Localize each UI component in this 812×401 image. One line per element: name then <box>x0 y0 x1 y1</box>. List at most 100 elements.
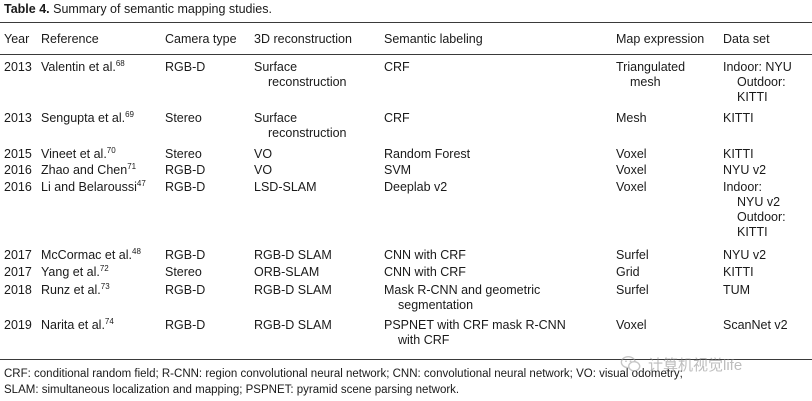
cell-camera-type: RGB-D <box>165 60 206 74</box>
cell-reference: Zhao and Chen71 <box>41 161 137 178</box>
cell-year: 2015 <box>4 147 32 161</box>
cell-data-set: Indoor: NYU <box>723 60 792 74</box>
cell-3d-reconstruction: reconstruction <box>268 126 347 140</box>
cell-semantic-labeling: CRF <box>384 111 410 125</box>
cell-data-set: TUM <box>723 283 751 297</box>
wechat-icon <box>620 355 641 372</box>
reference-name: McCormac et al. <box>41 248 132 262</box>
cell-map-expression: Voxel <box>616 147 647 161</box>
cell-3d-reconstruction: RGB-D SLAM <box>254 318 332 332</box>
cell-data-set: KITTI <box>723 111 754 125</box>
cell-semantic-labeling: SVM <box>384 163 412 177</box>
reference-name: Vineet et al. <box>41 147 107 161</box>
header-year: Year <box>4 32 30 46</box>
cell-semantic-labeling: CNN with CRF <box>384 265 466 279</box>
watermark-text: 计算机视觉life <box>648 356 743 374</box>
header-semantic-labeling: Semantic labeling <box>384 32 483 46</box>
cell-year: 2016 <box>4 163 32 177</box>
header-rule <box>0 54 812 55</box>
cell-3d-reconstruction: RGB-D SLAM <box>254 248 332 262</box>
reference-name: Yang et al. <box>41 265 100 279</box>
citation-number: 70 <box>106 145 116 155</box>
cell-year: 2013 <box>4 60 32 74</box>
cell-semantic-labeling: PSPNET with CRF mask R-CNN <box>384 318 566 332</box>
cell-reference: Runz et al.73 <box>41 281 110 298</box>
reference-name: Zhao and Chen <box>41 163 128 177</box>
footnote-line: SLAM: simultaneous localization and mapp… <box>4 384 460 396</box>
cell-semantic-labeling: segmentation <box>398 298 474 312</box>
cell-map-expression: Voxel <box>616 180 647 194</box>
cell-3d-reconstruction: Surface <box>254 111 298 125</box>
header-camera-type: Camera type <box>165 32 237 46</box>
cell-year: 2016 <box>4 180 32 194</box>
cell-semantic-labeling: Mask R-CNN and geometric <box>384 283 541 297</box>
cell-semantic-labeling: CRF <box>384 60 410 74</box>
bottom-rule <box>0 359 812 360</box>
cell-map-expression: Triangulated <box>616 60 686 74</box>
citation-number: 68 <box>115 58 125 68</box>
cell-camera-type: RGB-D <box>165 248 206 262</box>
top-rule <box>0 22 812 23</box>
cell-year: 2017 <box>4 248 32 262</box>
footnote-line: CRF: conditional random field; R-CNN: re… <box>4 368 683 380</box>
cell-year: 2019 <box>4 318 32 332</box>
table-label: Table 4. <box>4 2 50 16</box>
cell-reference: Sengupta et al.69 <box>41 109 135 126</box>
cell-data-set: Outdoor: <box>737 75 786 89</box>
citation-number: 48 <box>132 246 141 256</box>
cell-3d-reconstruction: Surface <box>254 60 298 74</box>
cell-data-set: Outdoor: <box>737 210 786 224</box>
citation-number: 72 <box>99 263 109 273</box>
reference-name: Narita et al. <box>41 318 105 332</box>
reference-name: Li and Belaroussi <box>41 180 137 194</box>
cell-semantic-labeling: with CRF <box>398 333 450 347</box>
citation-number: 47 <box>136 178 146 188</box>
cell-data-set: NYU v2 <box>723 248 767 262</box>
cell-data-set: ScanNet v2 <box>723 318 788 332</box>
header-3d-reconstruction: 3D reconstruction <box>254 32 352 46</box>
cell-camera-type: RGB-D <box>165 163 206 177</box>
cell-3d-reconstruction: reconstruction <box>268 75 347 89</box>
citation-number: 73 <box>100 281 110 291</box>
header-reference: Reference <box>41 32 99 46</box>
cell-year: 2013 <box>4 111 32 125</box>
cell-reference: Yang et al.72 <box>41 263 109 280</box>
cell-3d-reconstruction: RGB-D SLAM <box>254 283 332 297</box>
cell-reference: Narita et al.74 <box>41 316 114 333</box>
cell-camera-type: RGB-D <box>165 180 206 194</box>
cell-year: 2018 <box>4 283 32 297</box>
cell-reference: Valentin et al.68 <box>41 58 125 75</box>
cell-reference: McCormac et al.48 <box>41 246 141 263</box>
cell-camera-type: RGB-D <box>165 283 206 297</box>
cell-data-set: KITTI <box>737 225 768 239</box>
cell-map-expression: Mesh <box>616 111 647 125</box>
table-footnote: CRF: conditional random field; R-CNN: re… <box>4 366 808 398</box>
reference-name: Valentin et al. <box>41 60 116 74</box>
cell-camera-type: RGB-D <box>165 318 206 332</box>
reference-name: Sengupta et al. <box>41 111 126 125</box>
header-map-expression: Map expression <box>616 32 705 46</box>
cell-3d-reconstruction: VO <box>254 147 273 161</box>
cell-camera-type: Stereo <box>165 147 202 161</box>
watermark: 计算机视觉life <box>620 352 808 376</box>
cell-map-expression: Surfel <box>616 283 649 297</box>
cell-3d-reconstruction: VO <box>254 163 273 177</box>
cell-3d-reconstruction: LSD-SLAM <box>254 180 317 194</box>
cell-map-expression: Voxel <box>616 318 647 332</box>
table-title: Summary of semantic mapping studies. <box>53 2 272 16</box>
reference-name: Runz et al. <box>41 283 101 297</box>
cell-3d-reconstruction: ORB-SLAM <box>254 265 320 279</box>
cell-data-set: KITTI <box>737 90 768 104</box>
citation-number: 69 <box>125 109 135 119</box>
header-data-set: Data set <box>723 32 770 46</box>
cell-map-expression: Surfel <box>616 248 649 262</box>
cell-reference: Li and Belaroussi47 <box>41 178 146 195</box>
table-caption: Table 4. Summary of semantic mapping stu… <box>4 2 272 16</box>
cell-camera-type: Stereo <box>165 111 202 125</box>
cell-data-set: Indoor: <box>723 180 762 194</box>
cell-map-expression: mesh <box>630 75 661 89</box>
citation-number: 74 <box>104 316 114 326</box>
cell-camera-type: Stereo <box>165 265 202 279</box>
citation-number: 71 <box>127 161 137 171</box>
cell-map-expression: Voxel <box>616 163 647 177</box>
